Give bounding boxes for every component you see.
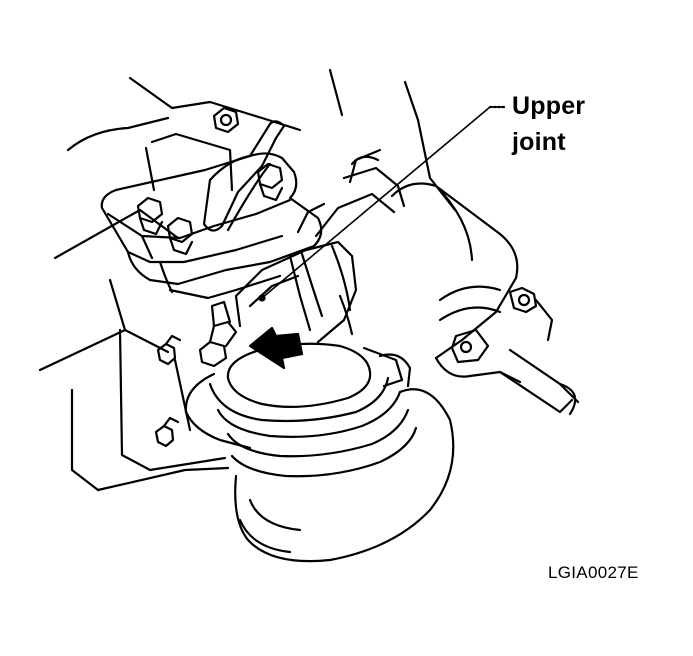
bolt-right (256, 162, 284, 202)
bolt-group (136, 106, 284, 448)
callout-line-1: Upper (512, 92, 586, 120)
bolt-upper-joint (198, 300, 238, 368)
upper-joint-label: Upper joint (512, 88, 585, 160)
bolt-middle (166, 216, 194, 256)
figure-code: LGIA0027E (548, 563, 639, 582)
bolt-top (212, 106, 240, 134)
left-arrow-icon (248, 326, 304, 370)
steering-boot (184, 342, 455, 563)
bolt-left (136, 196, 164, 236)
bolt-lower-left-2 (154, 416, 180, 448)
mounting-bracket (100, 120, 323, 300)
column-housing (348, 148, 580, 416)
steering-shaft (234, 155, 406, 344)
callout-leader (258, 105, 507, 302)
bolt-lower-left (156, 334, 182, 366)
vehicle-body-panel (38, 68, 457, 492)
callout-line-2: joint (512, 128, 566, 156)
